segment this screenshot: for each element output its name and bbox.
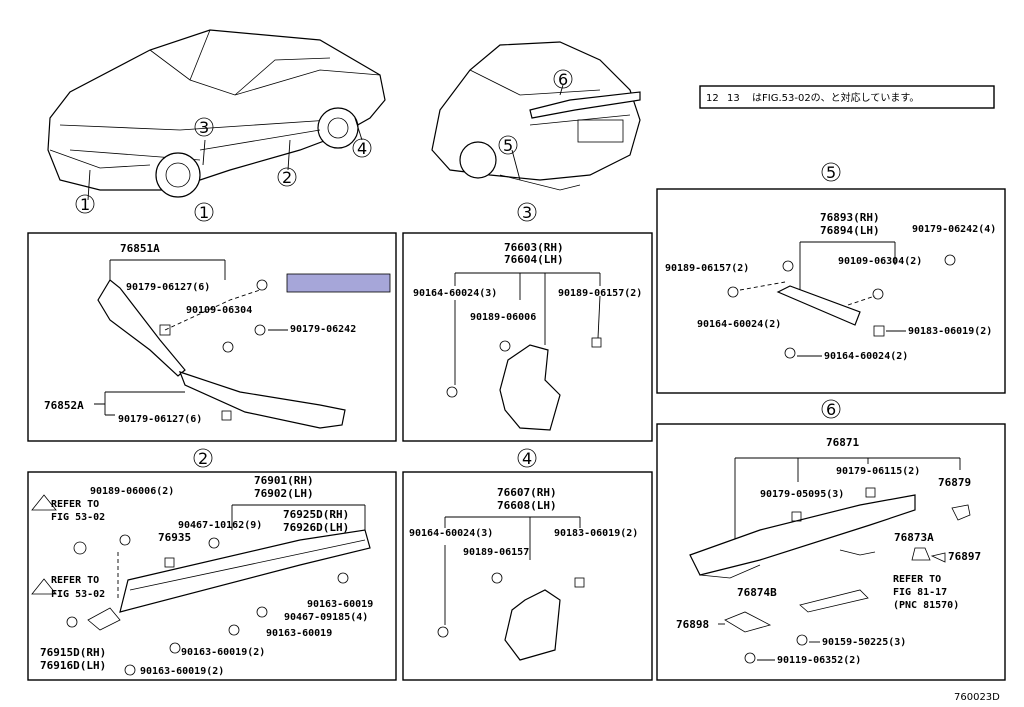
part-76608: 76608(LH): [497, 499, 557, 512]
part-76874B: 76874B: [737, 586, 777, 599]
part-90183-06019-2: 90183-06019(2): [554, 528, 638, 539]
reference-note: 12 13 はFIG.53-02の、と対応しています。: [699, 85, 995, 109]
part-76897: 76897: [948, 550, 981, 563]
part-76852A: 76852A: [44, 399, 84, 412]
part-76915D: 76915D(RH): [40, 646, 106, 659]
part-90119-06352-2: 90119-06352(2): [777, 655, 861, 666]
callout-5-rear: 5: [503, 136, 513, 155]
part-90163-60019-2: 90163-60019(2): [181, 647, 265, 658]
part-90179-06127-6b: 90179-06127(6): [118, 414, 202, 425]
part-76603: 76603(RH): [504, 241, 564, 254]
part-76893: 76893(RH): [820, 211, 880, 224]
highlight-box: [286, 273, 391, 293]
pnc-81570: (PNC 81570): [893, 600, 959, 611]
part-90164-60024-3: 90164-60024(3): [413, 288, 497, 299]
panel-3-mudguard: 76603(RH) 76604(LH) 90164-60024(3) 90189…: [402, 232, 653, 442]
part-90179-06242: 90179-06242: [290, 324, 356, 335]
panel-4-callout: 4: [522, 449, 532, 468]
car-rear-overview: 6 5 3: [431, 41, 641, 222]
callout-1-side: 1: [199, 203, 209, 222]
refer-to-fig81: REFER TO: [893, 574, 941, 585]
panel-5-rear-spoiler-lower: 76893(RH) 76894(LH) 90179-06242(4) 90189…: [656, 188, 1006, 394]
callout-2: 2: [282, 168, 292, 187]
part-90163-60019b: 90163-60019: [266, 628, 332, 639]
part-90109-06304-2: 90109-06304(2): [838, 256, 922, 267]
part-76604: 76604(LH): [504, 253, 564, 266]
part-90164-60024-2: 90164-60024(2): [697, 319, 781, 330]
panel-5-callout: 5: [826, 163, 836, 182]
part-76894: 76894(LH): [820, 224, 880, 237]
part-76902: 76902(LH): [254, 487, 314, 500]
car-front-overview: 1 1 3 2 4: [47, 29, 386, 222]
part-76916D: 76916D(LH): [40, 659, 106, 672]
part-90467-09185-4: 90467-09185(4): [284, 612, 368, 623]
callout-6-rear: 6: [558, 70, 568, 89]
fig-81-17: FIG 81-17: [893, 587, 947, 598]
part-90467-10162-9: 90467-10162(9): [178, 520, 262, 531]
part-90179-06127-6: 90179-06127(6): [126, 282, 210, 293]
part-76879: 76879: [938, 476, 971, 489]
part-90164-60024-2b: 90164-60024(2): [824, 351, 908, 362]
part-76901: 76901(RH): [254, 474, 314, 487]
fig-53-02-1: FIG 53-02: [51, 512, 105, 523]
part-90189-06006: 90189-06006: [470, 312, 536, 323]
part-90164-60024-3: 90164-60024(3): [409, 528, 493, 539]
diagram-code: 760023D: [954, 692, 1000, 703]
part-90179-05095-3: 90179-05095(3): [760, 489, 844, 500]
part-76873A: 76873A: [894, 531, 934, 544]
part-90163-60019-2b: 90163-60019(2): [140, 666, 224, 677]
callout-4: 4: [357, 139, 367, 158]
part-90163-60019: 90163-60019: [307, 599, 373, 610]
part-76898: 76898: [676, 618, 709, 631]
callout-1-front: 1: [80, 195, 90, 214]
part-90189-06157: 90189-06157: [463, 547, 529, 558]
callout-3-front: 3: [199, 118, 209, 137]
panel-6-rear-spoiler: 76871 90179-06115(2) 90179-05095(3) 7687…: [656, 423, 1006, 681]
fig-53-02-2: FIG 53-02: [51, 589, 105, 600]
part-76607: 76607(RH): [497, 486, 557, 499]
callout-3-rear: 3: [522, 203, 532, 222]
panel-4-front-mudguard: 76607(RH) 76608(LH) 90164-60024(3) 90183…: [402, 471, 653, 681]
part-90179-06242-4: 90179-06242(4): [912, 224, 996, 235]
part-90159-50225-3: 90159-50225(3): [822, 637, 906, 648]
part-90109-06304: 90109-06304: [186, 305, 252, 316]
panel-2-callout: 2: [198, 449, 208, 468]
note-text: はFIG.53-02の、と対応しています。: [752, 91, 919, 104]
part-76871: 76871: [826, 436, 859, 449]
part-90189-06157-2: 90189-06157(2): [665, 263, 749, 274]
refer-to-1: REFER TO: [51, 499, 99, 510]
part-76926D: 76926D(LH): [283, 521, 349, 534]
part-76935: 76935: [158, 531, 191, 544]
panel-6-callout: 6: [826, 400, 836, 419]
note-tag-12: 12: [706, 93, 719, 104]
part-90183-06019-2: 90183-06019(2): [908, 326, 992, 337]
part-76851A: 76851A: [120, 242, 160, 255]
part-90189-06006-2: 90189-06006(2): [90, 486, 174, 497]
panel-2-side-mudguard: 90189-06006(2) 76901(RH) 76902(LH) REFER…: [27, 471, 397, 681]
panel-1-front-spoiler: 76851A 90179-06127(6) 90109-06304 90179-…: [27, 232, 397, 442]
note-tag-13: 13: [727, 93, 740, 104]
refer-to-2: REFER TO: [51, 575, 99, 586]
part-76925D: 76925D(RH): [283, 508, 349, 521]
part-90179-06115-2: 90179-06115(2): [836, 466, 920, 477]
part-90189-06157-2: 90189-06157(2): [558, 288, 642, 299]
